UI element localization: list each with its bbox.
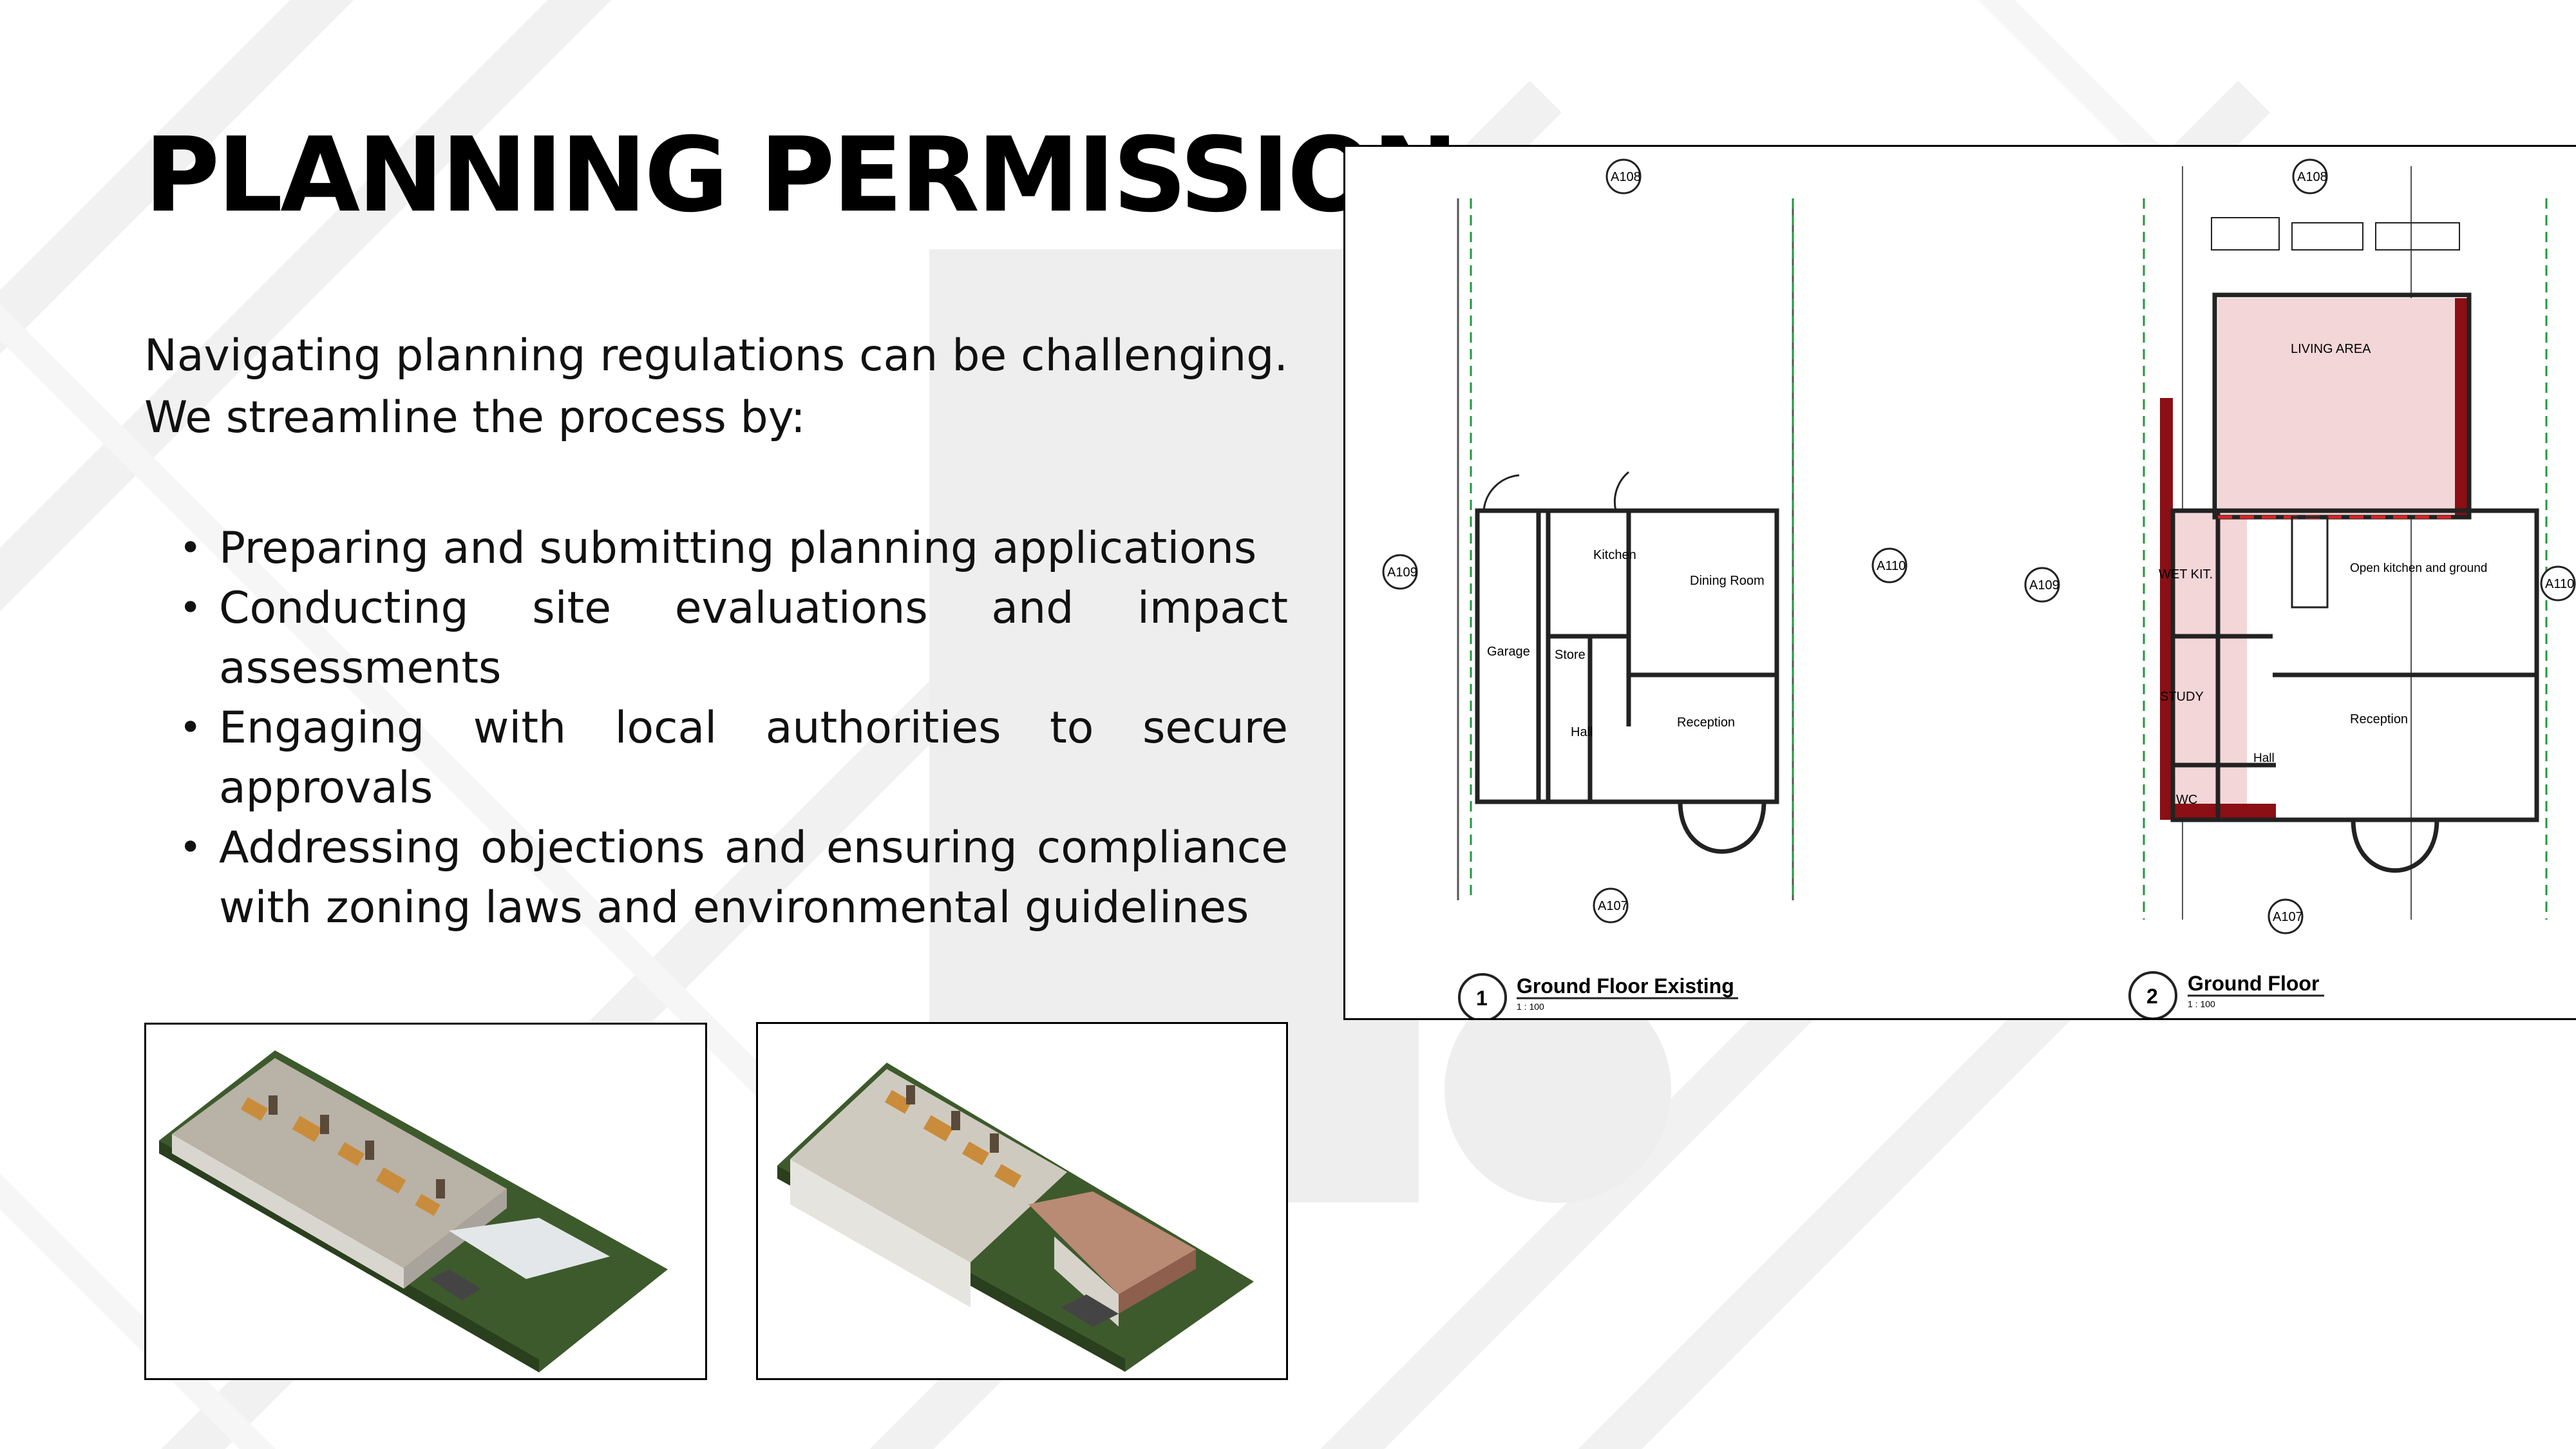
bullet-item: Addressing objections and ensuring compl… xyxy=(179,818,1288,938)
proposed-plan: LIVING AREA WET KIT. Open kitchen and gr… xyxy=(2024,158,2576,1018)
services-list: Preparing and submitting planning applic… xyxy=(144,518,1288,938)
bullet-item: Engaging with local authorities to secur… xyxy=(179,698,1288,818)
view-tag: A108 xyxy=(1605,158,1642,194)
view-title: Ground Floor Existing xyxy=(1517,974,1734,998)
room-label: WET KIT. xyxy=(2159,567,2213,582)
room-label: WC xyxy=(2176,793,2197,807)
svg-text:A109: A109 xyxy=(2029,578,2060,592)
room-label: Dining Room xyxy=(1690,574,1765,588)
view-tag: A107 xyxy=(2268,898,2304,934)
svg-text:A108: A108 xyxy=(1611,170,1641,184)
room-label: Garage xyxy=(1487,645,1530,659)
floor-plan-svg: Kitchen Dining Room Garage Store Hall Re… xyxy=(1382,158,2576,1018)
svg-text:A109: A109 xyxy=(1387,565,1417,580)
view-title: Ground Floor xyxy=(2188,972,2319,995)
view-number: 2 xyxy=(2146,985,2158,1008)
svg-text:A107: A107 xyxy=(1598,899,1628,913)
view-tag: A109 xyxy=(2024,567,2060,603)
view-scale: 1 : 100 xyxy=(2188,999,2215,1009)
page-title: PLANNING PERMISSION xyxy=(144,115,1459,235)
bullet-item: Conducting site evaluations and impact a… xyxy=(179,578,1288,698)
svg-text:A110: A110 xyxy=(1877,559,1906,573)
view-tag: A110 xyxy=(1871,547,1908,583)
room-label: LIVING AREA xyxy=(2291,342,2371,356)
model-thumbnail-existing xyxy=(144,1023,707,1380)
view-tag: A107 xyxy=(1593,887,1629,923)
floor-plan-drawing: Kitchen Dining Room Garage Store Hall Re… xyxy=(1343,145,2576,1020)
room-label: Reception xyxy=(1677,715,1735,730)
room-label: Open kitchen and ground xyxy=(2350,562,2487,575)
room-label: Store xyxy=(1555,648,1586,662)
view-number: 1 xyxy=(1476,987,1488,1010)
view-tag: A109 xyxy=(1382,554,1418,590)
svg-text:A108: A108 xyxy=(2297,170,2327,184)
model-thumbnail-proposed xyxy=(756,1022,1288,1380)
view-tag: A110 xyxy=(2540,565,2576,601)
room-label: STUDY xyxy=(2160,690,2204,704)
isometric-model-image xyxy=(777,1063,1254,1372)
intro-paragraph: Navigating planning regulations can be c… xyxy=(144,330,1288,443)
existing-plan: Kitchen Dining Room Garage Store Hall Re… xyxy=(1382,158,1908,1018)
room-label: Kitchen xyxy=(1593,548,1636,562)
isometric-model-image xyxy=(159,1050,668,1372)
room-label: Hall xyxy=(1571,725,1593,739)
svg-text:A107: A107 xyxy=(2273,910,2303,924)
view-scale: 1 : 100 xyxy=(1517,1001,1544,1012)
view-tag: A108 xyxy=(2292,158,2328,194)
svg-text:A110: A110 xyxy=(2545,577,2574,591)
bullet-item: Preparing and submitting planning applic… xyxy=(179,518,1288,578)
room-label: Hall xyxy=(2253,752,2275,765)
room-label: Reception xyxy=(2350,712,2408,726)
